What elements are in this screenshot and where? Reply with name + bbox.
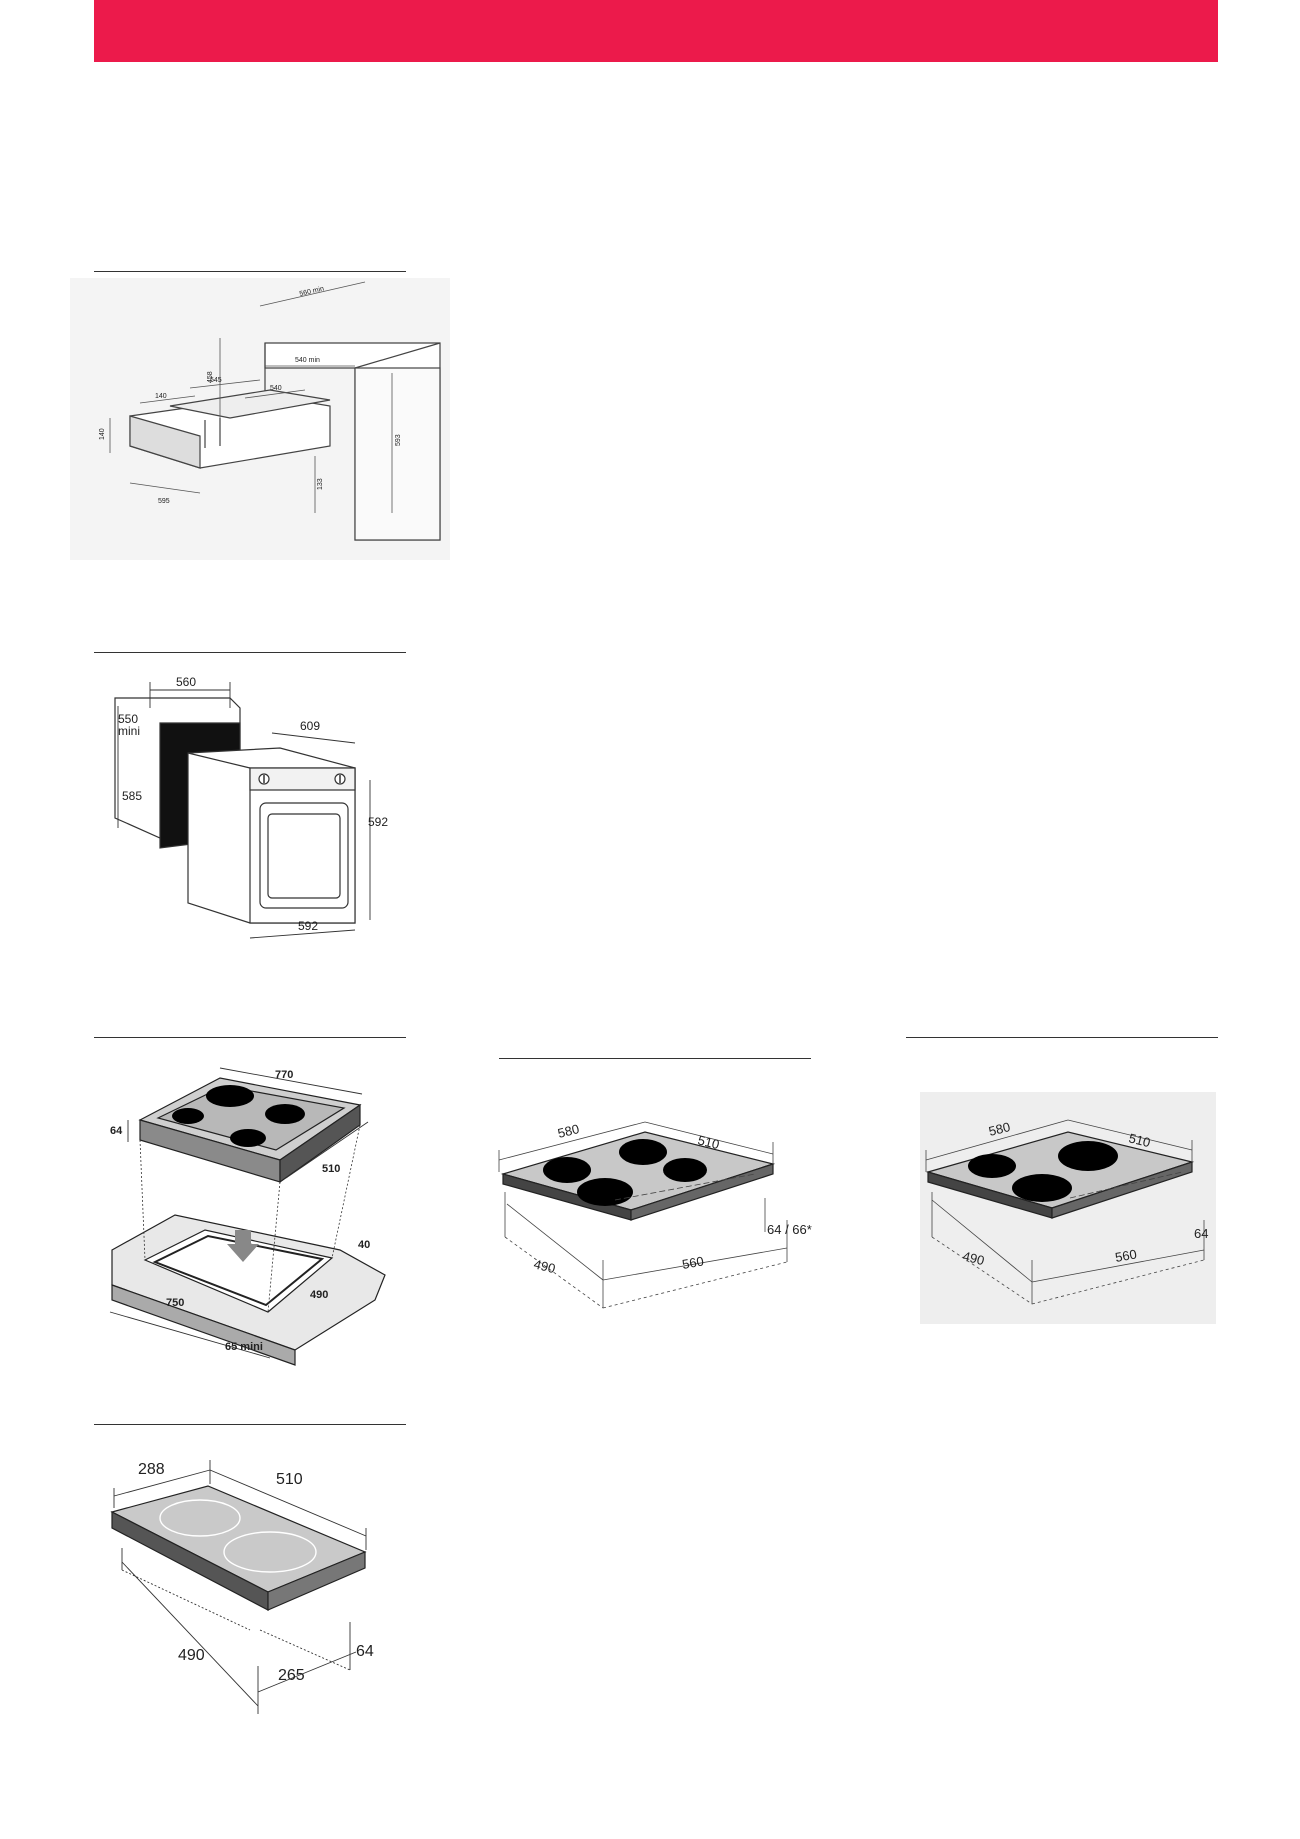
dim-drawer-width: 595 <box>158 498 170 505</box>
dim-lip: 40 <box>358 1239 370 1251</box>
dim-height: 64 <box>110 1125 123 1137</box>
dim-width: 580 <box>987 1119 1012 1139</box>
dim-gap: 133 <box>317 478 324 490</box>
warming-drawer-diagram: 560 min 458 540 min 593 545 140 540 595 … <box>70 278 450 560</box>
dim-cut-width: 265 <box>278 1667 305 1684</box>
dim-height: 64 <box>1194 1226 1208 1241</box>
dim-height-cavity: 585 <box>122 789 142 803</box>
dim-drawer-inner: 540 <box>270 385 282 392</box>
dim-height-upper: 458 <box>207 371 214 383</box>
burner-icon <box>663 1158 707 1182</box>
dim-cut-depth: 490 <box>310 1289 328 1301</box>
dim-mini: mini <box>118 724 140 738</box>
burner-ring-icon <box>223 1531 317 1573</box>
burner-icon <box>968 1154 1016 1178</box>
hob-top <box>925 1131 1195 1219</box>
dim-depth: 510 <box>276 1471 303 1488</box>
dim-cut-depth: 490 <box>961 1248 986 1268</box>
dim-depth: 510 <box>696 1132 721 1152</box>
hob-four-zone-diagram: 580 510 64 / 66* 490 560 <box>495 1092 835 1317</box>
burner-icon <box>1012 1174 1072 1202</box>
dim-drawer-height: 140 <box>99 428 106 440</box>
section-rule-1 <box>94 271 406 272</box>
burner-icon <box>265 1104 305 1124</box>
section-rule-2 <box>94 652 406 653</box>
dim-drawer-depth: 545 <box>210 377 222 384</box>
hob-top <box>110 1485 367 1611</box>
dim-height: 64 <box>356 1643 374 1660</box>
dim-inner-width: 540 min <box>295 357 320 364</box>
dim-width: 770 <box>275 1069 293 1081</box>
knob-icon <box>334 773 346 785</box>
dim-width-top: 560 <box>176 675 196 689</box>
section-rule-5 <box>906 1037 1218 1038</box>
burner-icon <box>577 1178 633 1206</box>
burner-ring-icon <box>159 1499 241 1537</box>
oven-diagram: 560 550 mini 585 609 592 592 <box>100 668 410 968</box>
dim-height-right: 593 <box>395 434 402 446</box>
dim-depth: 510 <box>322 1163 340 1175</box>
domino-hob-diagram: 288 510 490 265 64 <box>100 1444 410 1724</box>
knob-icon <box>258 773 270 785</box>
worktop-cutout <box>111 1214 386 1366</box>
dim-cut-width: 750 <box>166 1297 184 1309</box>
dim-depth: 609 <box>300 719 320 733</box>
burner-icon <box>206 1085 254 1107</box>
section-rule-4 <box>499 1058 811 1059</box>
burner-icon <box>543 1157 591 1183</box>
dim-height: 64 / 66* <box>767 1222 812 1237</box>
header-banner <box>94 0 1218 62</box>
dim-width-bottom: 592 <box>298 919 318 933</box>
dim-min-gap: 65 mini <box>225 1341 263 1353</box>
dim-cut-width: 560 <box>1114 1246 1138 1265</box>
section-rule-3 <box>94 1037 406 1038</box>
dim-depth-mini: 550 <box>118 712 138 726</box>
section-rule-6 <box>94 1424 406 1425</box>
dim-width: 288 <box>138 1461 165 1478</box>
oven-body <box>187 747 356 924</box>
gas-hob-diagram: 770 64 510 40 490 750 65 mini <box>100 1050 400 1370</box>
arrow-down-icon <box>227 1230 259 1262</box>
burner-icon <box>230 1129 266 1147</box>
dim-height: 592 <box>368 815 388 829</box>
burner-icon <box>619 1139 667 1165</box>
burner-icon <box>1058 1141 1118 1171</box>
dim-depth: 510 <box>1127 1130 1152 1150</box>
dim-cut-depth: 490 <box>178 1647 205 1664</box>
burner-icon <box>172 1108 204 1124</box>
dim-width: 580 <box>556 1121 581 1141</box>
dim-cut-width: 560 <box>681 1253 705 1272</box>
hob-three-zone-diagram: 580 510 64 490 560 <box>920 1092 1216 1324</box>
drawer-body <box>129 389 331 469</box>
dim-cut-depth: 490 <box>532 1256 557 1276</box>
dim-drawer-left: 140 <box>155 393 167 400</box>
hob-top <box>500 1131 776 1221</box>
